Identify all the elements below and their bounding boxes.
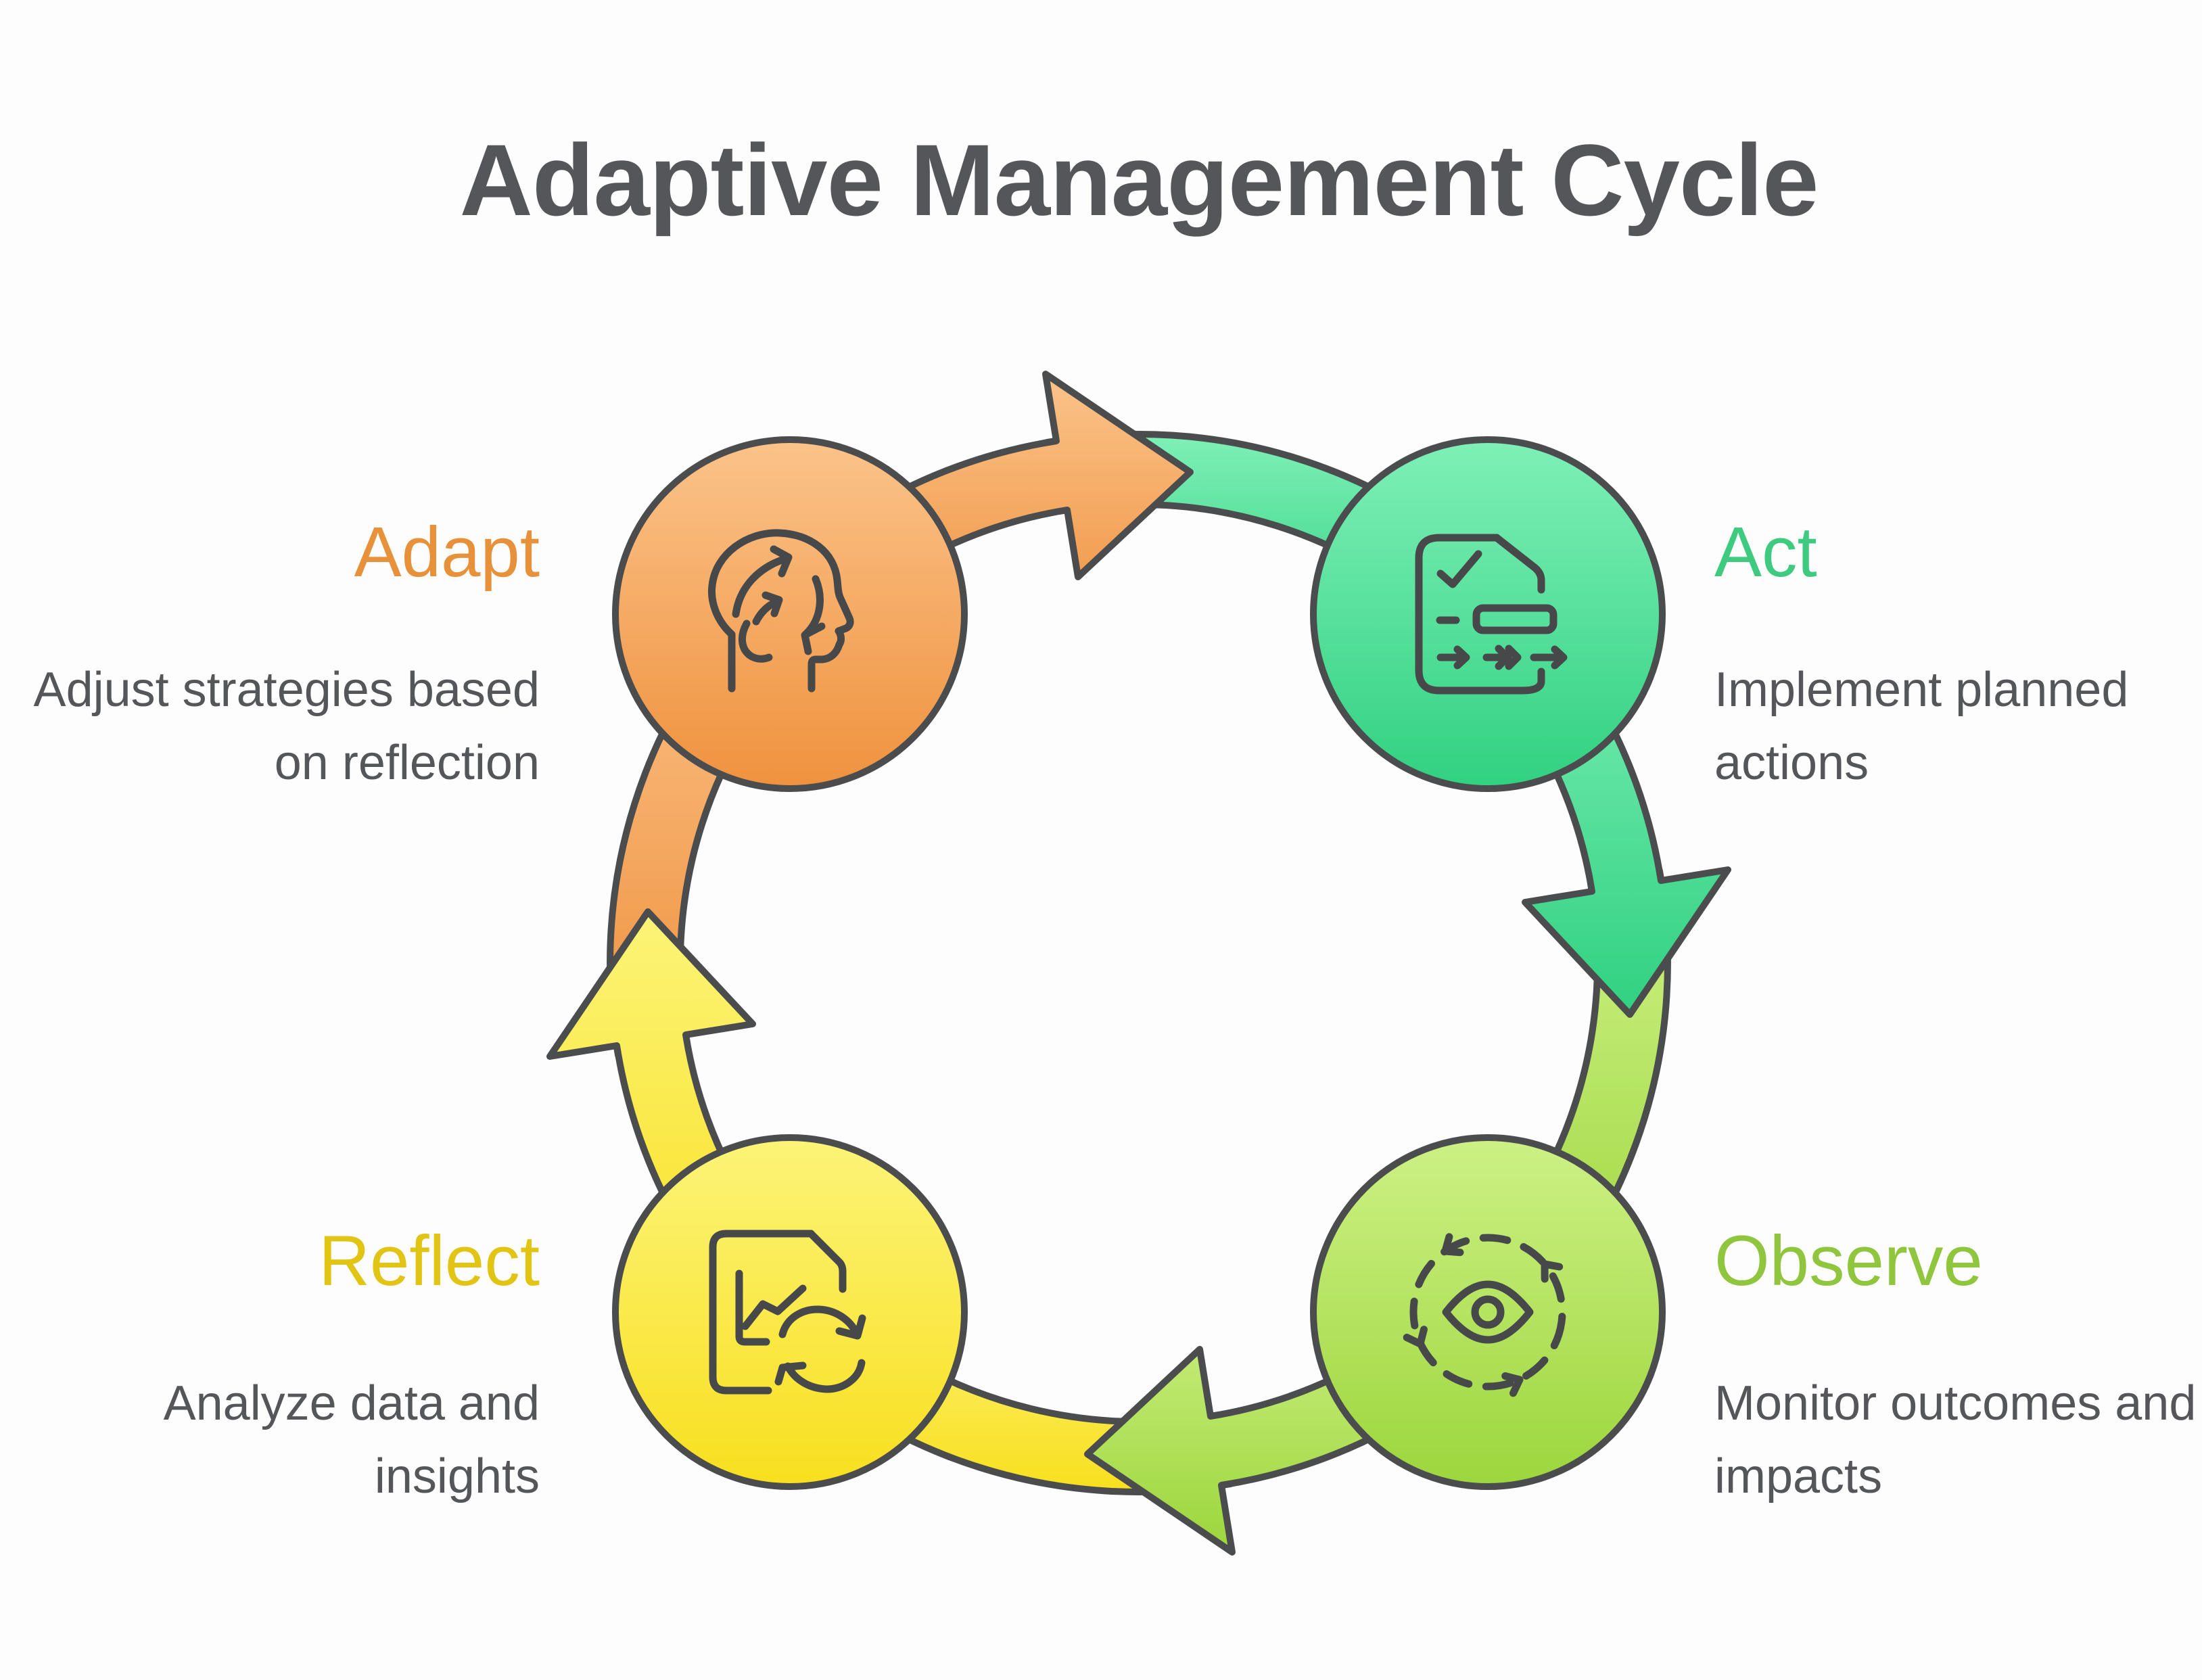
stage-circle-adapt: [612, 436, 968, 792]
eye-cycle-icon: [1403, 1233, 1566, 1397]
stage-circle-observe: [1310, 1134, 1666, 1490]
stage-description-act: Implement planned actions: [1714, 663, 2129, 790]
stage-label-reflect: Reflect: [319, 1221, 540, 1301]
stage-circle-reflect: [612, 1134, 968, 1490]
stage-circle-act: [1310, 436, 1666, 792]
head-refresh-icon: [707, 529, 854, 693]
stage-label-observe: Observe: [1714, 1221, 1983, 1301]
stage-description-reflect: Analyze data and insights: [163, 1376, 540, 1503]
page-title: Adaptive Management Cycle: [459, 123, 1819, 237]
stage-description-adapt: Adjust strategies based on reflection: [33, 663, 540, 790]
stage-label-adapt: Adapt: [354, 513, 540, 592]
document-check-icon: [1415, 534, 1568, 695]
document-sync-icon: [709, 1230, 866, 1395]
stage-description-observe: Monitor outcomes and impacts: [1714, 1376, 2197, 1503]
stage-label-act: Act: [1714, 513, 1817, 592]
